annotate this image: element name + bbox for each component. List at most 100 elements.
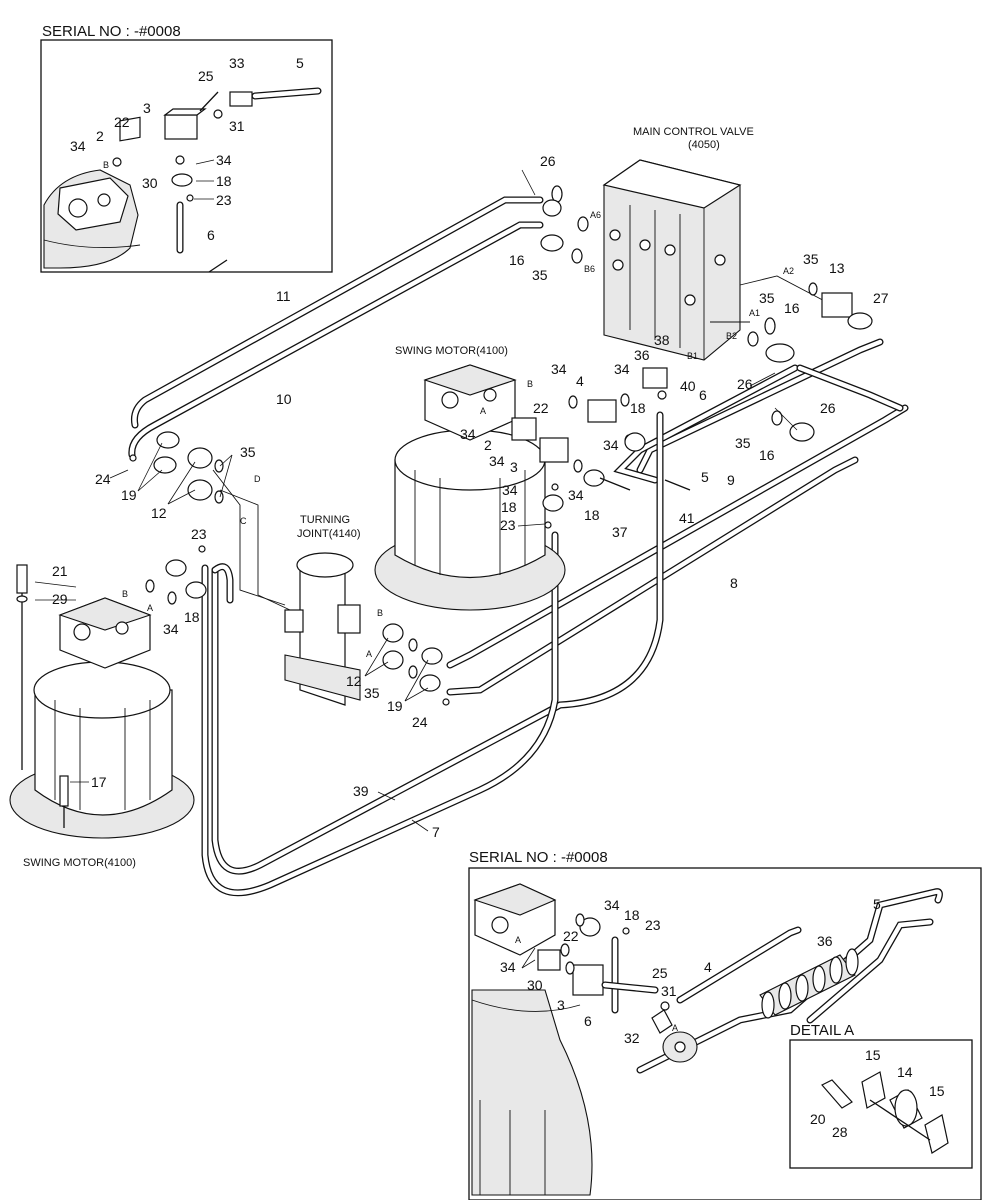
callout-12: 12 bbox=[151, 505, 167, 521]
callout-30: 30 bbox=[142, 175, 158, 191]
callout-18: 18 bbox=[216, 173, 232, 189]
callout-15: 15 bbox=[929, 1083, 945, 1099]
callout-7: 7 bbox=[432, 824, 440, 840]
top-serial-label: SERIAL NO : -#0008 bbox=[42, 23, 181, 40]
callout-24: 24 bbox=[95, 471, 111, 487]
mcv-label-1: MAIN CONTROL VALVE bbox=[633, 126, 754, 138]
bottom-serial-label: SERIAL NO : -#0008 bbox=[469, 849, 608, 866]
main-hoses bbox=[128, 196, 909, 897]
callout-34: 34 bbox=[604, 897, 620, 913]
callout-34: 34 bbox=[614, 361, 630, 377]
callout-31: 31 bbox=[229, 118, 245, 134]
callout-36: 36 bbox=[634, 347, 650, 363]
callout-35: 35 bbox=[240, 444, 256, 460]
inset-motor-sketch: B bbox=[43, 160, 141, 269]
callout-6: 6 bbox=[207, 227, 215, 243]
callout-6: 6 bbox=[699, 387, 707, 403]
callout-5: 5 bbox=[701, 469, 709, 485]
callout-36: 36 bbox=[817, 933, 833, 949]
callout-20: 20 bbox=[810, 1111, 826, 1127]
callout-11: 11 bbox=[276, 288, 291, 304]
port-b-joint: B bbox=[377, 608, 383, 618]
callout-19: 19 bbox=[121, 487, 137, 503]
protective-sleeve bbox=[759, 948, 859, 1019]
callout-23: 23 bbox=[500, 517, 516, 533]
callout-4: 4 bbox=[576, 373, 584, 389]
port-b-motor-top: B bbox=[527, 379, 533, 389]
callout-34: 34 bbox=[568, 487, 584, 503]
detail-a-box: DETAIL A bbox=[789, 1022, 973, 1169]
callout-34: 34 bbox=[163, 621, 179, 637]
callout-40: 40 bbox=[680, 378, 696, 394]
callout-5: 5 bbox=[873, 896, 881, 912]
callout-16: 16 bbox=[759, 447, 775, 463]
swing-motor-top-label: SWING MOTOR(4100) bbox=[395, 345, 508, 357]
detail-a-title: DETAIL A bbox=[790, 1022, 854, 1039]
callout-35: 35 bbox=[735, 435, 751, 451]
port-b1: B1 bbox=[687, 351, 698, 361]
callout-23: 23 bbox=[645, 917, 661, 933]
callout-35: 35 bbox=[803, 251, 819, 267]
callout-26: 26 bbox=[737, 376, 753, 392]
center-fittings bbox=[511, 393, 691, 529]
port-a-bottom: A bbox=[515, 935, 521, 945]
callout-38: 38 bbox=[654, 332, 670, 348]
callout-34: 34 bbox=[460, 426, 476, 442]
callout-35: 35 bbox=[532, 267, 548, 283]
top-serial-inset: SERIAL NO : -#0008 B 25 33 5 3 22 31 2 bbox=[40, 23, 333, 273]
callout-3: 3 bbox=[557, 997, 565, 1013]
port-a2: A2 bbox=[783, 266, 794, 276]
swing-motor-bottom-label: SWING MOTOR(4100) bbox=[23, 857, 136, 869]
callout-10: 10 bbox=[276, 391, 292, 407]
callout-35: 35 bbox=[364, 685, 380, 701]
callout-18: 18 bbox=[501, 499, 517, 515]
callout-28: 28 bbox=[832, 1124, 848, 1140]
bottom-inset-frame bbox=[468, 867, 982, 1200]
main-control-valve: MAIN CONTROL VALVE (4050) A6 B6 A2 A1 B2… bbox=[584, 126, 835, 361]
swing-motor-center: SWING MOTOR(4100) B A bbox=[374, 345, 566, 611]
callout-17: 17 bbox=[91, 774, 107, 790]
callout-3: 3 bbox=[510, 459, 518, 475]
port-b-top-inset: B bbox=[103, 160, 109, 170]
port-a-motor-left: A bbox=[147, 603, 153, 613]
callout-16: 16 bbox=[784, 300, 800, 316]
callout-34: 34 bbox=[489, 453, 505, 469]
callout-29: 29 bbox=[52, 591, 68, 607]
callout-18: 18 bbox=[184, 609, 200, 625]
callout-6: 6 bbox=[584, 1013, 592, 1029]
turning-joint-label-1: TURNING bbox=[300, 514, 350, 526]
callout-13: 13 bbox=[829, 260, 845, 276]
callout-30: 30 bbox=[527, 977, 543, 993]
turning-joint: TURNING JOINT(4140) B A D C bbox=[212, 469, 450, 706]
port-b2: B2 bbox=[726, 331, 737, 341]
callout-34: 34 bbox=[70, 138, 86, 154]
callout-24: 24 bbox=[412, 714, 428, 730]
callout-12: 12 bbox=[346, 673, 362, 689]
mcv-fittings bbox=[540, 185, 873, 442]
port-a1: A1 bbox=[749, 308, 760, 318]
callout-41: 41 bbox=[679, 510, 695, 526]
port-c: C bbox=[240, 516, 247, 526]
detail-a-marker: A bbox=[662, 1023, 698, 1063]
callout-34: 34 bbox=[603, 437, 619, 453]
swing-motor-left: B A SWING MOTOR(4100) bbox=[9, 545, 207, 869]
callout-2: 2 bbox=[484, 437, 492, 453]
port-a-motor-top: A bbox=[480, 406, 486, 416]
callout-16: 16 bbox=[509, 252, 525, 268]
callout-3: 3 bbox=[143, 100, 151, 116]
detail-a-marker-label: A bbox=[672, 1023, 678, 1033]
left-fittings bbox=[129, 431, 224, 504]
port-b-motor-left: B bbox=[122, 589, 128, 599]
callout-25: 25 bbox=[198, 68, 214, 84]
callout-39: 39 bbox=[353, 783, 369, 799]
callout-22: 22 bbox=[533, 400, 549, 416]
callout-14: 14 bbox=[897, 1064, 913, 1080]
callout-34: 34 bbox=[216, 152, 232, 168]
callout-35: 35 bbox=[759, 290, 775, 306]
callout-27: 27 bbox=[873, 290, 889, 306]
callout-22: 22 bbox=[114, 114, 130, 130]
callout-8: 8 bbox=[730, 575, 738, 591]
callout-5: 5 bbox=[296, 55, 304, 71]
mcv-label-2: (4050) bbox=[688, 139, 720, 151]
